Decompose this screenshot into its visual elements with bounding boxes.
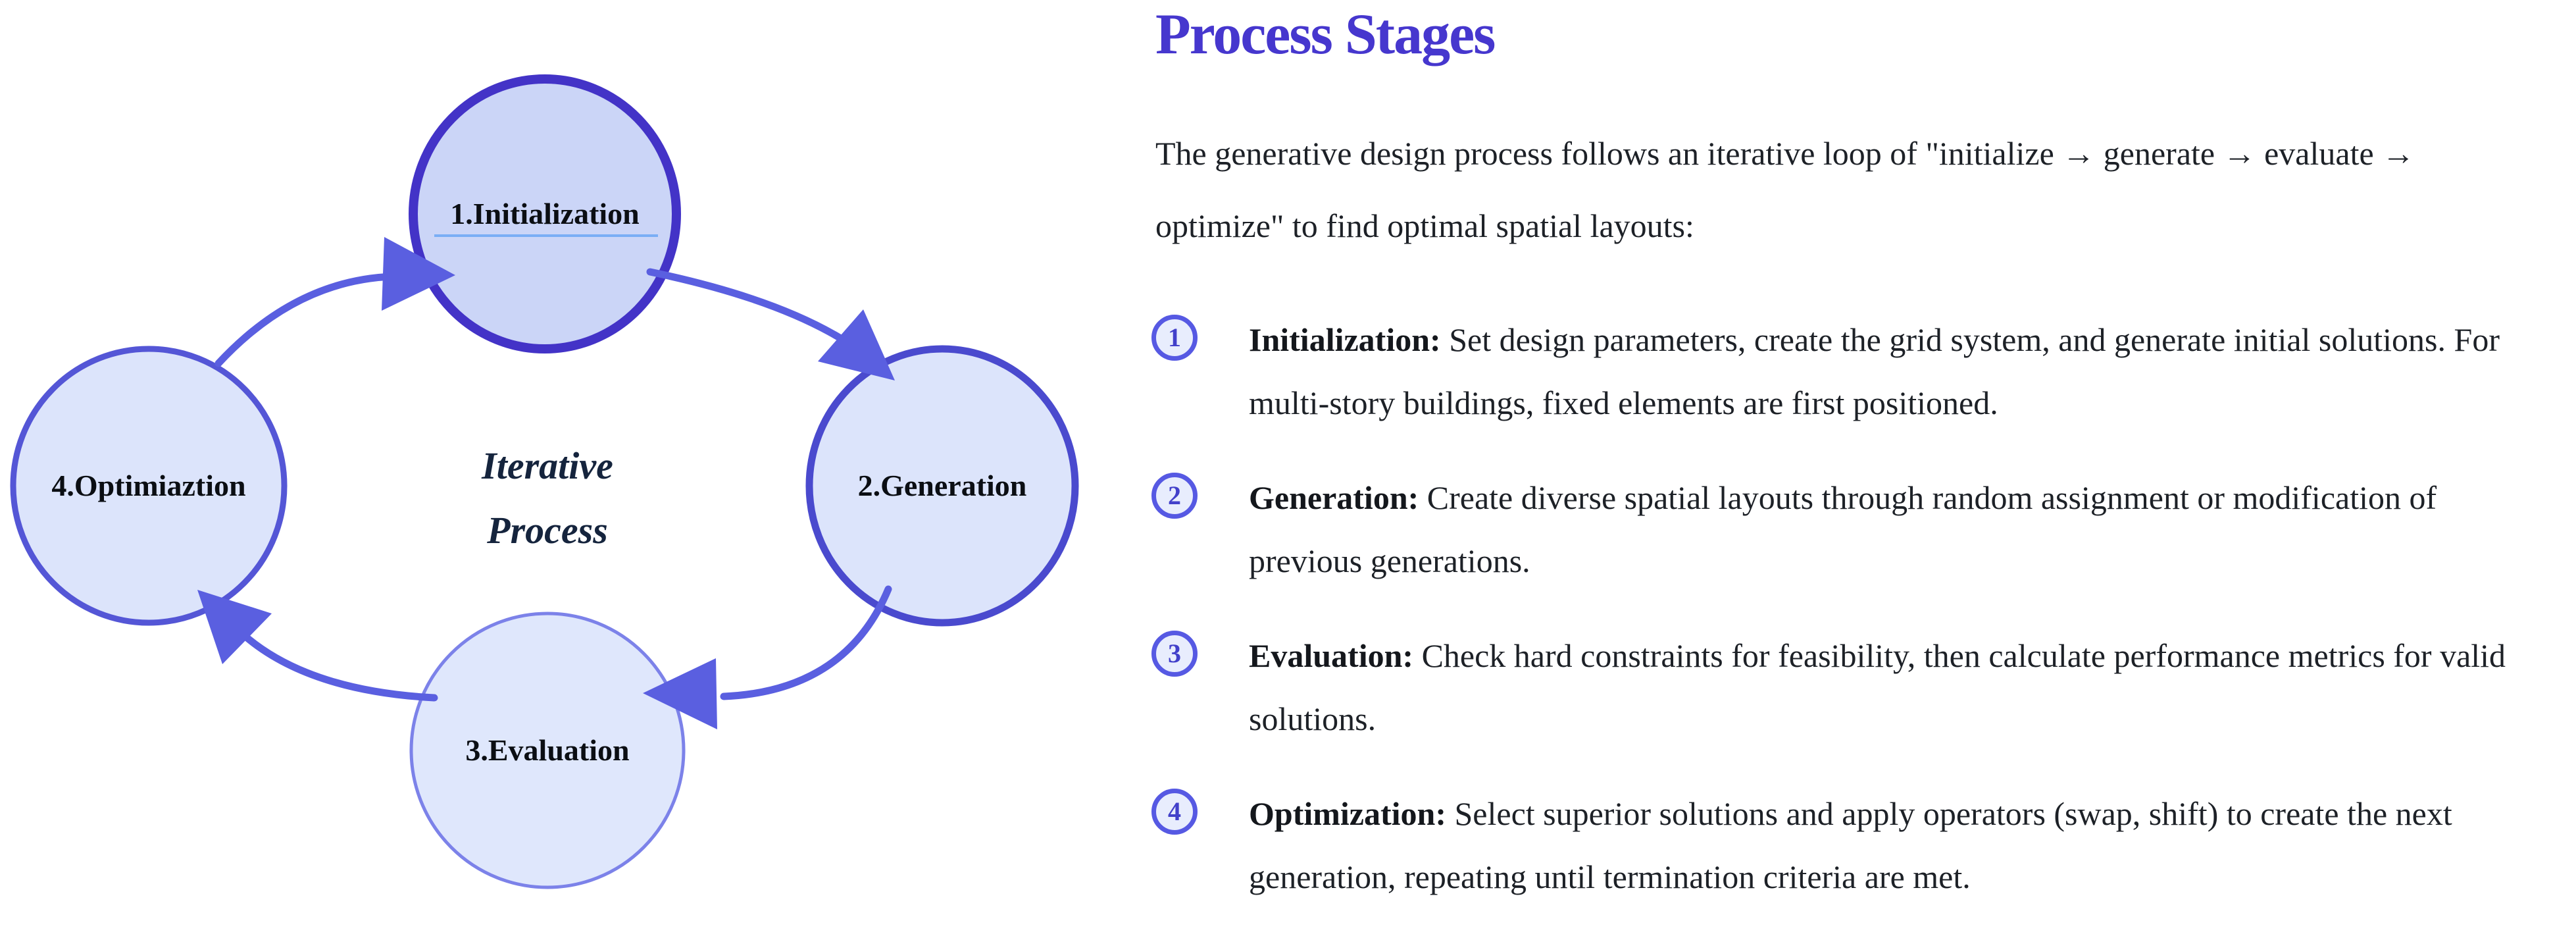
node-generation-label: 2.Generation <box>858 469 1027 502</box>
step-2-text: Generation: Create diverse spatial layou… <box>1249 466 2546 592</box>
step-4-badge: 4 <box>1151 789 1198 835</box>
step-4-text: Optimization: Select superior solutions … <box>1249 782 2546 908</box>
node-optimization <box>10 346 288 626</box>
arc-evaluation-to-optimization <box>241 632 438 702</box>
step-2-title: Generation: <box>1249 479 1419 516</box>
step-3-number: 3 <box>1168 639 1181 668</box>
step-2-number: 2 <box>1168 481 1181 510</box>
step-3-badge: 3 <box>1151 631 1198 677</box>
node-evaluation <box>409 612 686 889</box>
list-item-generation: 2 Generation: Create diverse spatial lay… <box>1151 466 2546 592</box>
step-3-desc: Check hard constraints for feasibility, … <box>1249 637 2506 737</box>
page-title: Process Stages <box>1155 3 1496 66</box>
node-initialization-label: 1.Initialization <box>450 197 640 230</box>
arrowhead-into-initialization-icon <box>382 237 455 311</box>
iterative-process-cycle-diagram: 1.Initialization 2.Generation 3.Evaluati… <box>10 74 1079 889</box>
list-item-optimization: 4 Optimization: Select superior solution… <box>1151 782 2546 908</box>
step-2-desc: Create diverse spatial layouts through r… <box>1249 479 2437 579</box>
node-optimization-label: 4.Optimiaztion <box>51 469 245 502</box>
process-stages-panel: Process Stages The generative design pro… <box>1145 0 2576 926</box>
list-item-initialization: 1 Initialization: Set design parameters,… <box>1151 308 2546 434</box>
step-1-text: Initialization: Set design parameters, c… <box>1249 308 2546 434</box>
arc-generation-to-evaluation <box>720 585 892 700</box>
list-item-evaluation: 3 Evaluation: Check hard constraints for… <box>1151 624 2546 750</box>
step-3-text: Evaluation: Check hard constraints for f… <box>1249 624 2546 750</box>
node-evaluation-label: 3.Evaluation <box>465 733 629 767</box>
stage-list: 1 Initialization: Set design parameters,… <box>1151 308 2546 940</box>
step-1-title: Initialization: <box>1249 321 1441 358</box>
center-caption-line2: Process <box>486 509 608 552</box>
step-2-badge: 2 <box>1151 473 1198 519</box>
step-1-number: 1 <box>1168 323 1181 352</box>
node-initialization <box>409 74 681 353</box>
step-4-desc: Select superior solutions and apply oper… <box>1249 795 2452 895</box>
arc-initialization-to-generation <box>646 268 856 350</box>
step-4-number: 4 <box>1168 796 1181 826</box>
step-4-title: Optimization: <box>1249 795 1446 832</box>
step-3-title: Evaluation: <box>1249 637 1414 674</box>
step-1-desc: Set design parameters, create the grid s… <box>1249 321 2500 421</box>
arrowhead-into-optimization-icon <box>197 590 272 664</box>
arrowhead-into-generation-icon <box>818 309 895 380</box>
arc-optimization-to-initialization <box>215 273 397 367</box>
center-caption-line1: Iterative <box>481 444 613 487</box>
node-generation <box>805 345 1079 627</box>
step-1-badge: 1 <box>1151 315 1198 361</box>
intro-paragraph: The generative design process follows an… <box>1155 135 2415 244</box>
arrowhead-into-evaluation-icon <box>643 658 717 729</box>
